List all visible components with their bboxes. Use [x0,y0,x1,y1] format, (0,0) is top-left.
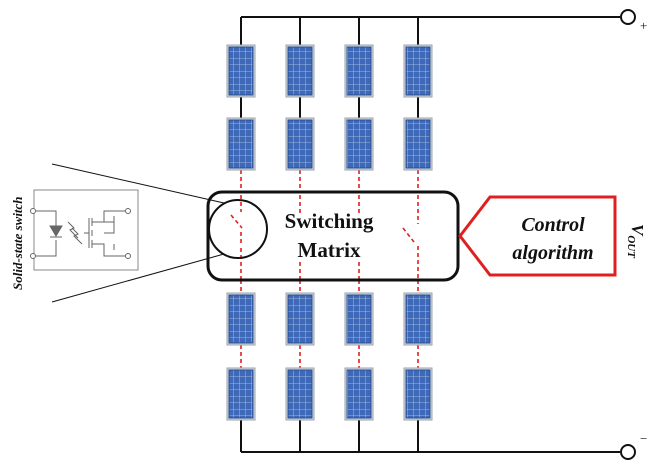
switch-column-4 [402,227,415,243]
zoom-line-top [51,163,225,204]
positive-terminal [620,9,636,25]
pv-panel-upper-4-1 [403,44,433,98]
pv-panel-upper-1-1 [226,44,256,98]
pv-panel-lower-3-1 [344,292,374,346]
pv-panel-lower-2-1 [285,292,315,346]
switching-matrix-line2: Matrix [298,238,361,262]
pv-panel-upper-3-1 [344,44,374,98]
switch-column-1 [230,214,243,246]
pv-panel-upper-1-2 [226,117,256,171]
solid-state-switch-label: Solid-state switch [10,196,25,290]
pv-panel-lower-3-2 [344,367,374,421]
pv-panel-lower-4-2 [403,367,433,421]
switching-matrix-box [206,190,460,282]
negative-terminal-sign: − [640,431,647,446]
pv-panel-lower-2-2 [285,367,315,421]
pv-panel-upper-2-1 [285,44,315,98]
solid-state-switch-inset [30,189,139,271]
pv-panel-upper-3-2 [344,117,374,171]
pv-panel-lower-4-1 [403,292,433,346]
zoom-line-bottom [51,253,225,303]
pv-panel-lower-1-2 [226,367,256,421]
positive-terminal-sign: + [640,18,647,33]
control-line2: algorithm [512,242,593,264]
pv-panel-upper-4-2 [403,117,433,171]
switch-highlight-circle [208,199,268,259]
vout-main: V [628,224,647,237]
vout-subscript: OUT [625,235,637,259]
control-line1: Control [521,214,585,236]
pv-panel-lower-1-1 [226,292,256,346]
negative-terminal [620,444,636,460]
svg-text:VOUT: VOUT [625,224,647,259]
vout-label: VOUT [625,224,647,259]
inset-frame [33,189,139,271]
control-algorithm-callout [458,195,617,277]
switching-matrix-line1: Switching [285,209,374,233]
pv-panel-upper-2-2 [285,117,315,171]
panel-strings [226,17,433,452]
